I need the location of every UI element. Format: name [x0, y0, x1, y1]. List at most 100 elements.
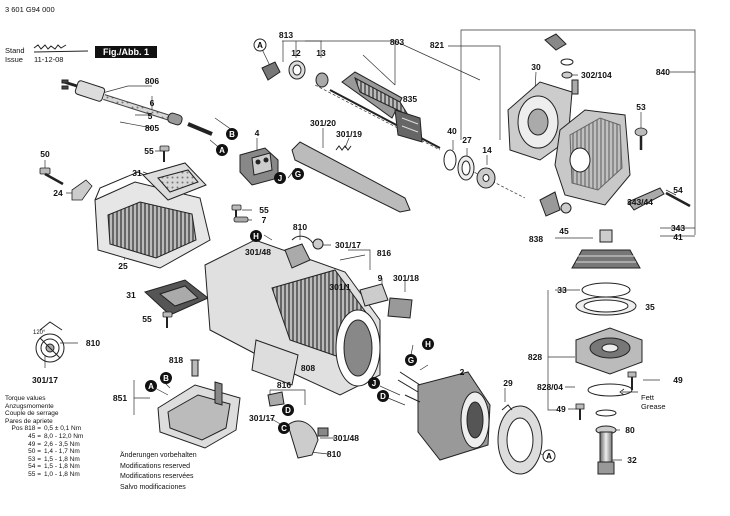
issue-label: Issue: [5, 55, 23, 64]
label-302-104: 302/104: [581, 70, 612, 80]
label-13: 13: [316, 48, 326, 58]
label-55-c: 55: [142, 314, 152, 324]
torque-title-en: Torque values: [5, 395, 46, 402]
issue-date: 11-12-08: [34, 55, 64, 64]
rings-33-35: [575, 282, 637, 316]
label-14: 14: [482, 145, 492, 155]
callout-j-switch: J: [274, 172, 286, 184]
signature-mark: [33, 44, 89, 53]
torque-row: 50 =1,4 - 1,7 Nm: [28, 448, 80, 456]
label-816-b: 816: [277, 380, 291, 390]
callout-c-brush: C: [278, 422, 290, 434]
switch-4: [239, 147, 279, 186]
flange-plate-30: [507, 81, 573, 161]
stand-label: Stand: [5, 46, 25, 55]
housing-cover-25: [94, 171, 211, 269]
svg-text:J: J: [372, 379, 376, 388]
svg-text:H: H: [253, 232, 259, 241]
svg-text:H: H: [425, 340, 431, 349]
label-301-48-a: 301/48: [245, 247, 271, 257]
mod-de: Änderungen vorbehalten: [120, 452, 197, 459]
bearing-flange-828: [575, 327, 643, 397]
callout-a-cord: A: [216, 144, 228, 156]
svg-text:G: G: [295, 170, 301, 179]
svg-text:G: G: [408, 356, 414, 365]
svg-text:B: B: [229, 130, 235, 139]
label-30: 30: [531, 62, 541, 72]
callout-d-stator: D: [377, 390, 389, 402]
part-labels: 813 803 821 840 30 302/104 12 13 835 806…: [32, 30, 685, 465]
air-guide-29: [497, 404, 543, 475]
label-49-b: 49: [556, 404, 566, 414]
callout-a-switch: A: [145, 380, 157, 392]
torque-title-es: Pares de apriete: [5, 417, 53, 425]
callout-h-stator: H: [422, 338, 434, 350]
label-9: 9: [378, 273, 383, 283]
label-6: 6: [150, 98, 155, 108]
svg-text:J: J: [278, 174, 282, 183]
power-cord-assembly: [61, 79, 213, 136]
svg-text:D: D: [380, 392, 386, 401]
switch-housing-851: [157, 359, 241, 449]
grease-de: Fett: [641, 393, 654, 402]
label-31-a: 31: [132, 168, 142, 178]
rings-40-27-14: [443, 149, 496, 189]
svg-text:A: A: [219, 146, 225, 155]
brush-assembly-816-bottom: [267, 391, 329, 459]
callout-g-switch: G: [292, 168, 304, 180]
torque-row: 45 =8,0 - 12,0 Nm: [28, 432, 84, 440]
modifications-note: Änderungen vorbehalten Modifications res…: [120, 451, 197, 493]
grease-arrow: [619, 388, 638, 396]
label-813: 813: [279, 30, 293, 40]
torque-row: 49 =2,6 - 3,5 Nm: [28, 440, 80, 448]
label-31-b: 31: [126, 290, 136, 300]
label-40: 40: [447, 126, 457, 136]
callout-a-airguide: A: [542, 449, 556, 463]
cover-31-bottom: [144, 279, 209, 316]
torque-title-de: Anzugsmomente: [5, 402, 54, 410]
label-301-17-a: 301/17: [335, 240, 361, 250]
grease-en: Grease: [641, 402, 666, 411]
torque-row: 53 =1,5 - 1,8 Nm: [28, 455, 80, 463]
label-835: 835: [403, 94, 417, 104]
label-301-18: 301/18: [393, 273, 419, 283]
motor-housing-301-1: [204, 239, 381, 396]
mod-en: Modifications reserved: [120, 462, 191, 470]
label-301-17-b: 301/17: [32, 375, 58, 385]
label-806: 806: [145, 76, 159, 86]
switch-rod-301-20: [291, 141, 411, 213]
clip-7: [233, 216, 249, 223]
label-301-20: 301/20: [310, 118, 336, 128]
torque-row: 54 =1,5 - 1,8 Nm: [28, 463, 80, 471]
label-55-a: 55: [144, 146, 154, 156]
bevel-gear-838: [571, 229, 641, 269]
figure-label: Fig./Abb. 1: [95, 46, 157, 58]
label-828-04: 828/04: [537, 382, 563, 392]
label-301-48-b: 301/48: [333, 433, 359, 443]
label-35: 35: [645, 302, 655, 312]
armature-835: [329, 71, 441, 149]
brush-assembly-810-left: [35, 321, 65, 363]
callout-h-mid: H: [250, 230, 262, 242]
document-number: 3 601 G94 000: [5, 5, 55, 14]
label-840: 840: [656, 67, 670, 77]
mod-fr: Modifications reservées: [120, 473, 194, 480]
label-301-19: 301/19: [336, 129, 362, 139]
screw-50: [39, 167, 64, 186]
pinion-45: [539, 191, 572, 217]
label-53: 53: [636, 102, 646, 112]
svg-text:B: B: [163, 374, 169, 383]
label-810-a: 810: [293, 222, 307, 232]
label-821: 821: [430, 40, 444, 50]
svg-text:A: A: [257, 41, 263, 50]
label-5: 5: [148, 111, 153, 121]
cover-31-top: [142, 162, 207, 201]
label-808: 808: [301, 363, 315, 373]
screw-53: [634, 127, 648, 150]
spindle-80: [595, 409, 617, 475]
callout-d-brush: D: [282, 404, 294, 416]
label-33: 33: [557, 285, 567, 295]
lever-24: [71, 179, 93, 201]
label-7: 7: [262, 215, 267, 225]
